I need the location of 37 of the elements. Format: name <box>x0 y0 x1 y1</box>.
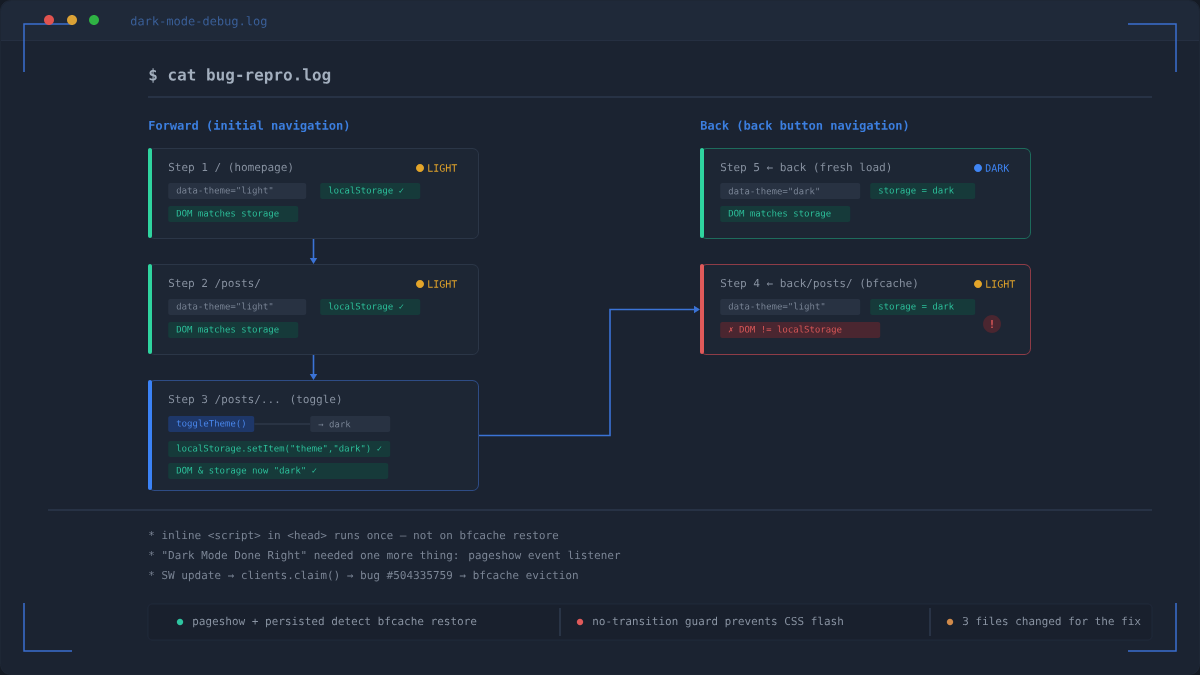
legend-label: pageshow + persisted detect bfcache restore <box>193 616 477 628</box>
code-chip: storage = dark <box>870 183 976 199</box>
code-chip: data-theme="light" <box>720 299 861 315</box>
heading: $ cat bug-repro.log <box>149 68 331 84</box>
code-chip: localStorage ✓ <box>320 183 421 199</box>
step-title: Step 4 ← back/posts/ (bfcache) <box>720 278 917 290</box>
code-chip: DOM matches storage <box>720 206 851 222</box>
legend-label: 3 files changed for the fix <box>962 616 1141 628</box>
code-chip: → dark <box>310 416 391 432</box>
legend-label: no-transition guard prevents CSS flash <box>593 616 843 628</box>
arrow <box>478 305 700 437</box>
code-chip: localStorage.setItem("theme","dark") ✓ <box>168 441 391 457</box>
step-title: Step 2 /posts/ <box>168 278 261 290</box>
code-chip: DOM & storage now "dark" ✓ <box>168 463 389 479</box>
section-heading: Back (back button navigation) <box>700 119 908 133</box>
section-heading: Forward (initial navigation) <box>149 119 349 133</box>
step-title: Step 1 / (homepage) <box>168 162 292 174</box>
note-line: * SW update → clients.claim() → bug #504335759 → bfcache eviction <box>149 570 578 582</box>
code-chip: data-theme="light" <box>168 299 307 315</box>
note-line: * "Dark Mode Done Right" needed one more thing: pageshow event listener <box>149 550 621 562</box>
code-chip: data-theme="dark" <box>720 183 861 199</box>
code-chip: toggleTheme() <box>168 416 255 432</box>
status-label: LIGHT <box>428 280 458 288</box>
code-chip: DOM matches storage <box>168 322 299 338</box>
note-line: * inline <script> in <head> runs once — not on bfcache restore <box>149 530 559 542</box>
code-chip: data-theme="light" <box>168 183 307 199</box>
code-chip: DOM matches storage <box>168 206 299 222</box>
status-label: LIGHT <box>986 280 1016 288</box>
window-title: dark-mode-debug.log <box>130 16 267 28</box>
status-label: LIGHT <box>428 164 458 172</box>
step-title: Step 3 /posts/... (toggle) <box>168 394 341 406</box>
code-chip: storage = dark <box>870 299 976 315</box>
status-label: DARK <box>985 164 1010 172</box>
code-chip: localStorage ✓ <box>320 299 421 315</box>
code-chip: ✗ DOM != localStorage <box>720 322 881 338</box>
step-title: Step 5 ← back (fresh load) <box>720 162 891 174</box>
warning-badge: ! <box>983 315 1001 333</box>
